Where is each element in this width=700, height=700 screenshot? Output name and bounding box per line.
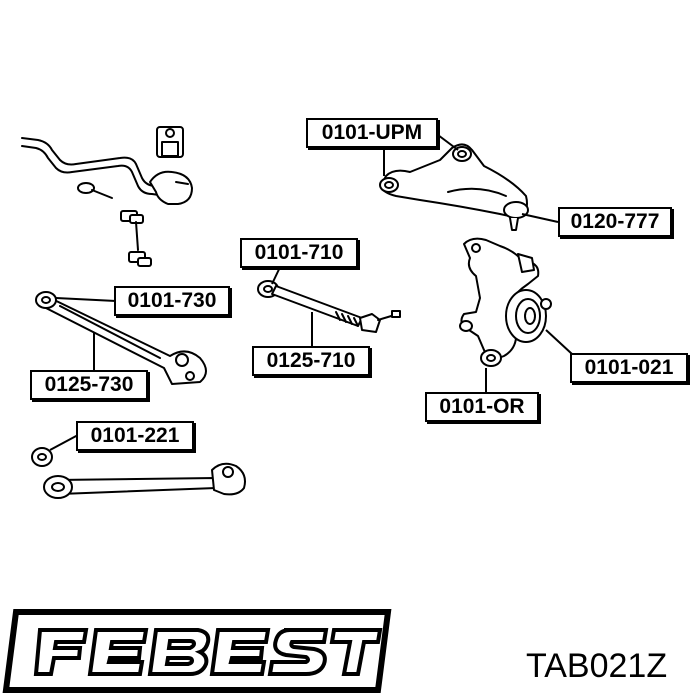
lateral-link-drawing xyxy=(257,280,401,333)
callout-0120-777: 0120-777 xyxy=(558,207,672,237)
trailing-arm-drawing xyxy=(35,291,207,385)
callout-0125-710: 0125-710 xyxy=(252,346,370,376)
callout-0101-or: 0101-OR xyxy=(425,392,539,422)
lower-link-drawing xyxy=(31,447,246,499)
leader-0101-021 xyxy=(545,329,573,355)
leader-0120-777 xyxy=(521,213,559,223)
callout-0101-upm: 0101-UPM xyxy=(306,118,438,148)
leader-0101-upm-2 xyxy=(437,134,459,151)
steering-knuckle-drawing xyxy=(459,237,552,367)
leader-0101-730 xyxy=(55,297,117,302)
callout-0125-730: 0125-730 xyxy=(30,370,148,400)
callout-0101-021: 0101-021 xyxy=(570,353,688,383)
leader-0101-221 xyxy=(49,434,79,451)
part-number: TAB021Z xyxy=(526,647,668,685)
leader-lines xyxy=(49,134,573,451)
stabilizer-link-drawing xyxy=(120,210,152,267)
stabilizer-bar-drawing xyxy=(21,126,193,205)
callout-0101-730: 0101-730 xyxy=(114,286,230,316)
callout-0101-710: 0101-710 xyxy=(240,238,358,268)
callout-0101-221: 0101-221 xyxy=(76,421,194,451)
